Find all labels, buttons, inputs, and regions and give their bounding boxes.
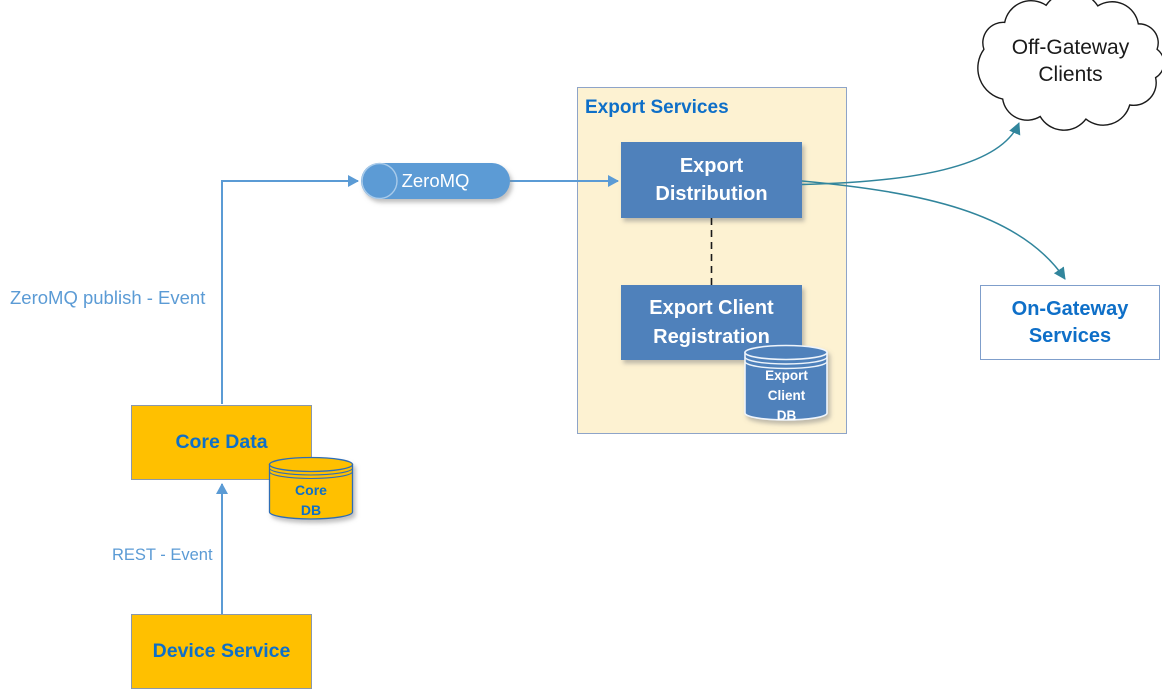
- on-gateway-services-label-line1: On-Gateway: [1011, 298, 1129, 320]
- core-db-label: Core DB: [270, 481, 352, 520]
- device-service-node: Device Service: [131, 614, 312, 689]
- core-db-label-line2: DB: [300, 501, 322, 518]
- export-client-db-label: Export Client DB: [746, 366, 827, 426]
- export-distribution-label-line2: Distribution: [655, 183, 768, 205]
- off-gateway-clients-label-line1: Off-Gateway: [1011, 36, 1130, 59]
- core-data-node: Core Data: [131, 405, 312, 480]
- off-gateway-clients-label-line2: Clients: [1038, 63, 1103, 86]
- export-distribution-label-line1: Export: [679, 154, 744, 177]
- zeromq-queue-label: ZeroMQ: [401, 170, 470, 191]
- zeromq-publish-event-label: ZeroMQ publish - Event: [10, 287, 206, 308]
- export-client-db-label-line2: Client: [767, 388, 806, 403]
- export-services-container-label: Export Services: [585, 97, 729, 118]
- on-gateway-services-label-line2: Services: [1028, 324, 1112, 347]
- on-gateway-services-node: On-Gateway Services: [980, 285, 1160, 360]
- export-client-registration-node: Export Client Registration: [621, 285, 802, 360]
- export-client-db-label-line3: DB: [776, 408, 797, 423]
- export-client-registration-label-line2: Registration: [653, 325, 770, 348]
- core-data-label: Core Data: [175, 431, 268, 453]
- edge-coredata-to-zeromq: [221, 175, 359, 404]
- export-client-db-label-line1: Export: [765, 368, 808, 383]
- core-db-label-line1: Core: [295, 482, 327, 498]
- rest-event-label: REST - Event: [112, 546, 213, 564]
- device-service-label: Device Service: [152, 640, 291, 662]
- export-client-registration-label-line1: Export Client: [649, 297, 774, 319]
- off-gateway-clients-label: Off-Gateway Clients: [984, 34, 1157, 88]
- export-distribution-node: Export Distribution: [621, 142, 802, 218]
